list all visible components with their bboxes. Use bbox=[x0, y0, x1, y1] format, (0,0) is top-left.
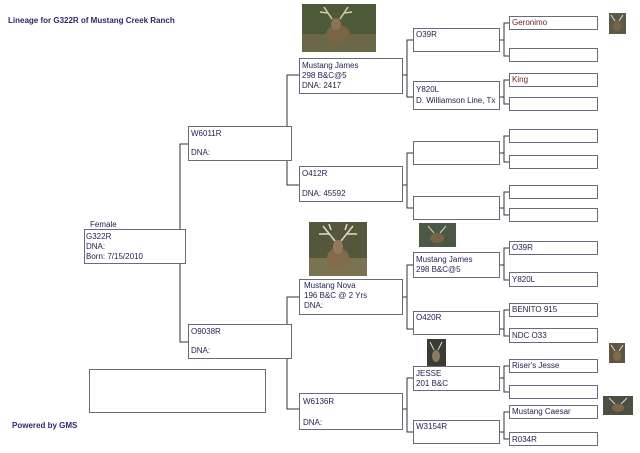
g4-blank-7-box[interactable] bbox=[509, 385, 598, 399]
dam-sire-name: Mustang Nova bbox=[304, 281, 356, 290]
g3-jesse-box[interactable] bbox=[413, 366, 500, 391]
dam-name: O9038R bbox=[191, 327, 221, 336]
deer-photo-jesse bbox=[427, 339, 446, 366]
g3-w3154r-name: W3154R bbox=[416, 422, 448, 431]
g4-king-name: King bbox=[512, 75, 529, 84]
page-title: Lineage for G322R of Mustang Creek Ranch bbox=[8, 16, 175, 25]
sire-dam-box[interactable] bbox=[299, 166, 403, 202]
subject-born: Born: 7/15/2010 bbox=[86, 252, 143, 261]
g3-y820l-line: D. Williamson Line, Tx bbox=[416, 96, 496, 105]
deer-photo-mustang-nova bbox=[309, 222, 367, 276]
g3-blank-2-box[interactable] bbox=[413, 196, 500, 220]
g4-o39r-name: O39R bbox=[512, 243, 533, 252]
g4-geronimo-name: Geronimo bbox=[512, 18, 548, 27]
g4-benito-box[interactable] bbox=[509, 303, 598, 317]
g3-o39r-name: O39R bbox=[416, 30, 437, 39]
subject-dna: DNA: bbox=[86, 242, 106, 251]
sire-dna: DNA: bbox=[191, 148, 211, 157]
g4-ndc-box[interactable] bbox=[509, 328, 598, 343]
g3-mustang-james-name: Mustang James bbox=[416, 255, 473, 264]
g4-r034r-name: R034R bbox=[512, 435, 537, 444]
deer-photo-small bbox=[419, 223, 456, 247]
deer-photo-mustang-james bbox=[302, 4, 376, 52]
g4-r034r-box[interactable] bbox=[509, 432, 598, 446]
g4-blank-2-box[interactable] bbox=[509, 97, 598, 111]
g4-king-box[interactable] bbox=[509, 73, 598, 87]
g4-benito-name: BENITO 915 bbox=[512, 305, 558, 314]
dam-dam-name: W6136R bbox=[303, 397, 335, 406]
g3-blank-1-box[interactable] bbox=[413, 141, 500, 165]
dam-sire-dna: DNA: bbox=[304, 301, 324, 310]
g4-mustang-caesar-box[interactable] bbox=[509, 405, 598, 419]
powered-by-footer: Powered by GMS bbox=[12, 421, 78, 430]
notes-box[interactable] bbox=[89, 369, 266, 413]
dam-box[interactable] bbox=[188, 324, 292, 359]
g3-o420r-box[interactable] bbox=[413, 311, 500, 335]
g4-blank-5-box[interactable] bbox=[509, 185, 598, 199]
g3-y820l-name: Y820L bbox=[416, 85, 440, 94]
g3-mustang-james-box[interactable] bbox=[413, 252, 500, 278]
g4-mustang-caesar-name: Mustang Caesar bbox=[512, 407, 571, 416]
deer-photo-risers-jesse bbox=[609, 343, 625, 363]
deer-photo-geronimo bbox=[609, 13, 626, 34]
subject-sex: Female bbox=[90, 220, 117, 229]
sire-sire-name: Mustang James bbox=[302, 61, 359, 70]
g3-w3154r-box[interactable] bbox=[413, 420, 500, 444]
g3-y820l-box[interactable] bbox=[413, 81, 500, 110]
sire-name: W6011R bbox=[191, 129, 222, 138]
g4-ndc-name: NDC O33 bbox=[512, 331, 547, 340]
g4-blank-4-box[interactable] bbox=[509, 155, 598, 169]
g4-blank-6-box[interactable] bbox=[509, 208, 598, 222]
sire-sire-dna: DNA: 2417 bbox=[302, 81, 342, 90]
dam-dam-box[interactable] bbox=[299, 393, 403, 430]
dam-dam-dna: DNA: bbox=[303, 418, 323, 427]
g4-y820l-box[interactable] bbox=[509, 272, 598, 287]
dam-sire-score: 196 B&C @ 2 Yrs bbox=[304, 291, 368, 300]
g3-o39r-box[interactable] bbox=[413, 28, 500, 52]
g3-o420r-name: O420R bbox=[416, 313, 442, 322]
sire-sire-box[interactable] bbox=[299, 58, 403, 94]
g4-risers-jesse-box[interactable] bbox=[509, 359, 598, 373]
g3-jesse-score: 201 B&C bbox=[416, 379, 449, 388]
dam-dna: DNA: bbox=[191, 346, 211, 355]
subject-box[interactable] bbox=[84, 229, 186, 264]
sire-box[interactable] bbox=[188, 126, 292, 161]
subject-name: G322R bbox=[86, 232, 112, 241]
sire-dam-dna: DNA: 45592 bbox=[302, 189, 346, 198]
g4-blank-1-box[interactable] bbox=[509, 48, 598, 62]
g4-risers-jesse-name: Riser's Jesse bbox=[512, 361, 560, 370]
g3-jesse-name: JESSE bbox=[416, 369, 442, 378]
sire-dam-name: O412R bbox=[302, 169, 328, 178]
dam-sire-box[interactable] bbox=[299, 279, 403, 315]
g4-o39r-box[interactable] bbox=[509, 241, 598, 255]
sire-sire-score: 298 B&C@5 bbox=[302, 71, 347, 80]
g4-blank-3-box[interactable] bbox=[509, 129, 598, 143]
g3-mustang-james-score: 298 B&C@5 bbox=[416, 265, 461, 274]
deer-photo-mustang-caesar bbox=[603, 396, 633, 415]
g4-geronimo-box[interactable] bbox=[509, 16, 598, 30]
g4-y820l-name: Y820L bbox=[512, 275, 536, 284]
